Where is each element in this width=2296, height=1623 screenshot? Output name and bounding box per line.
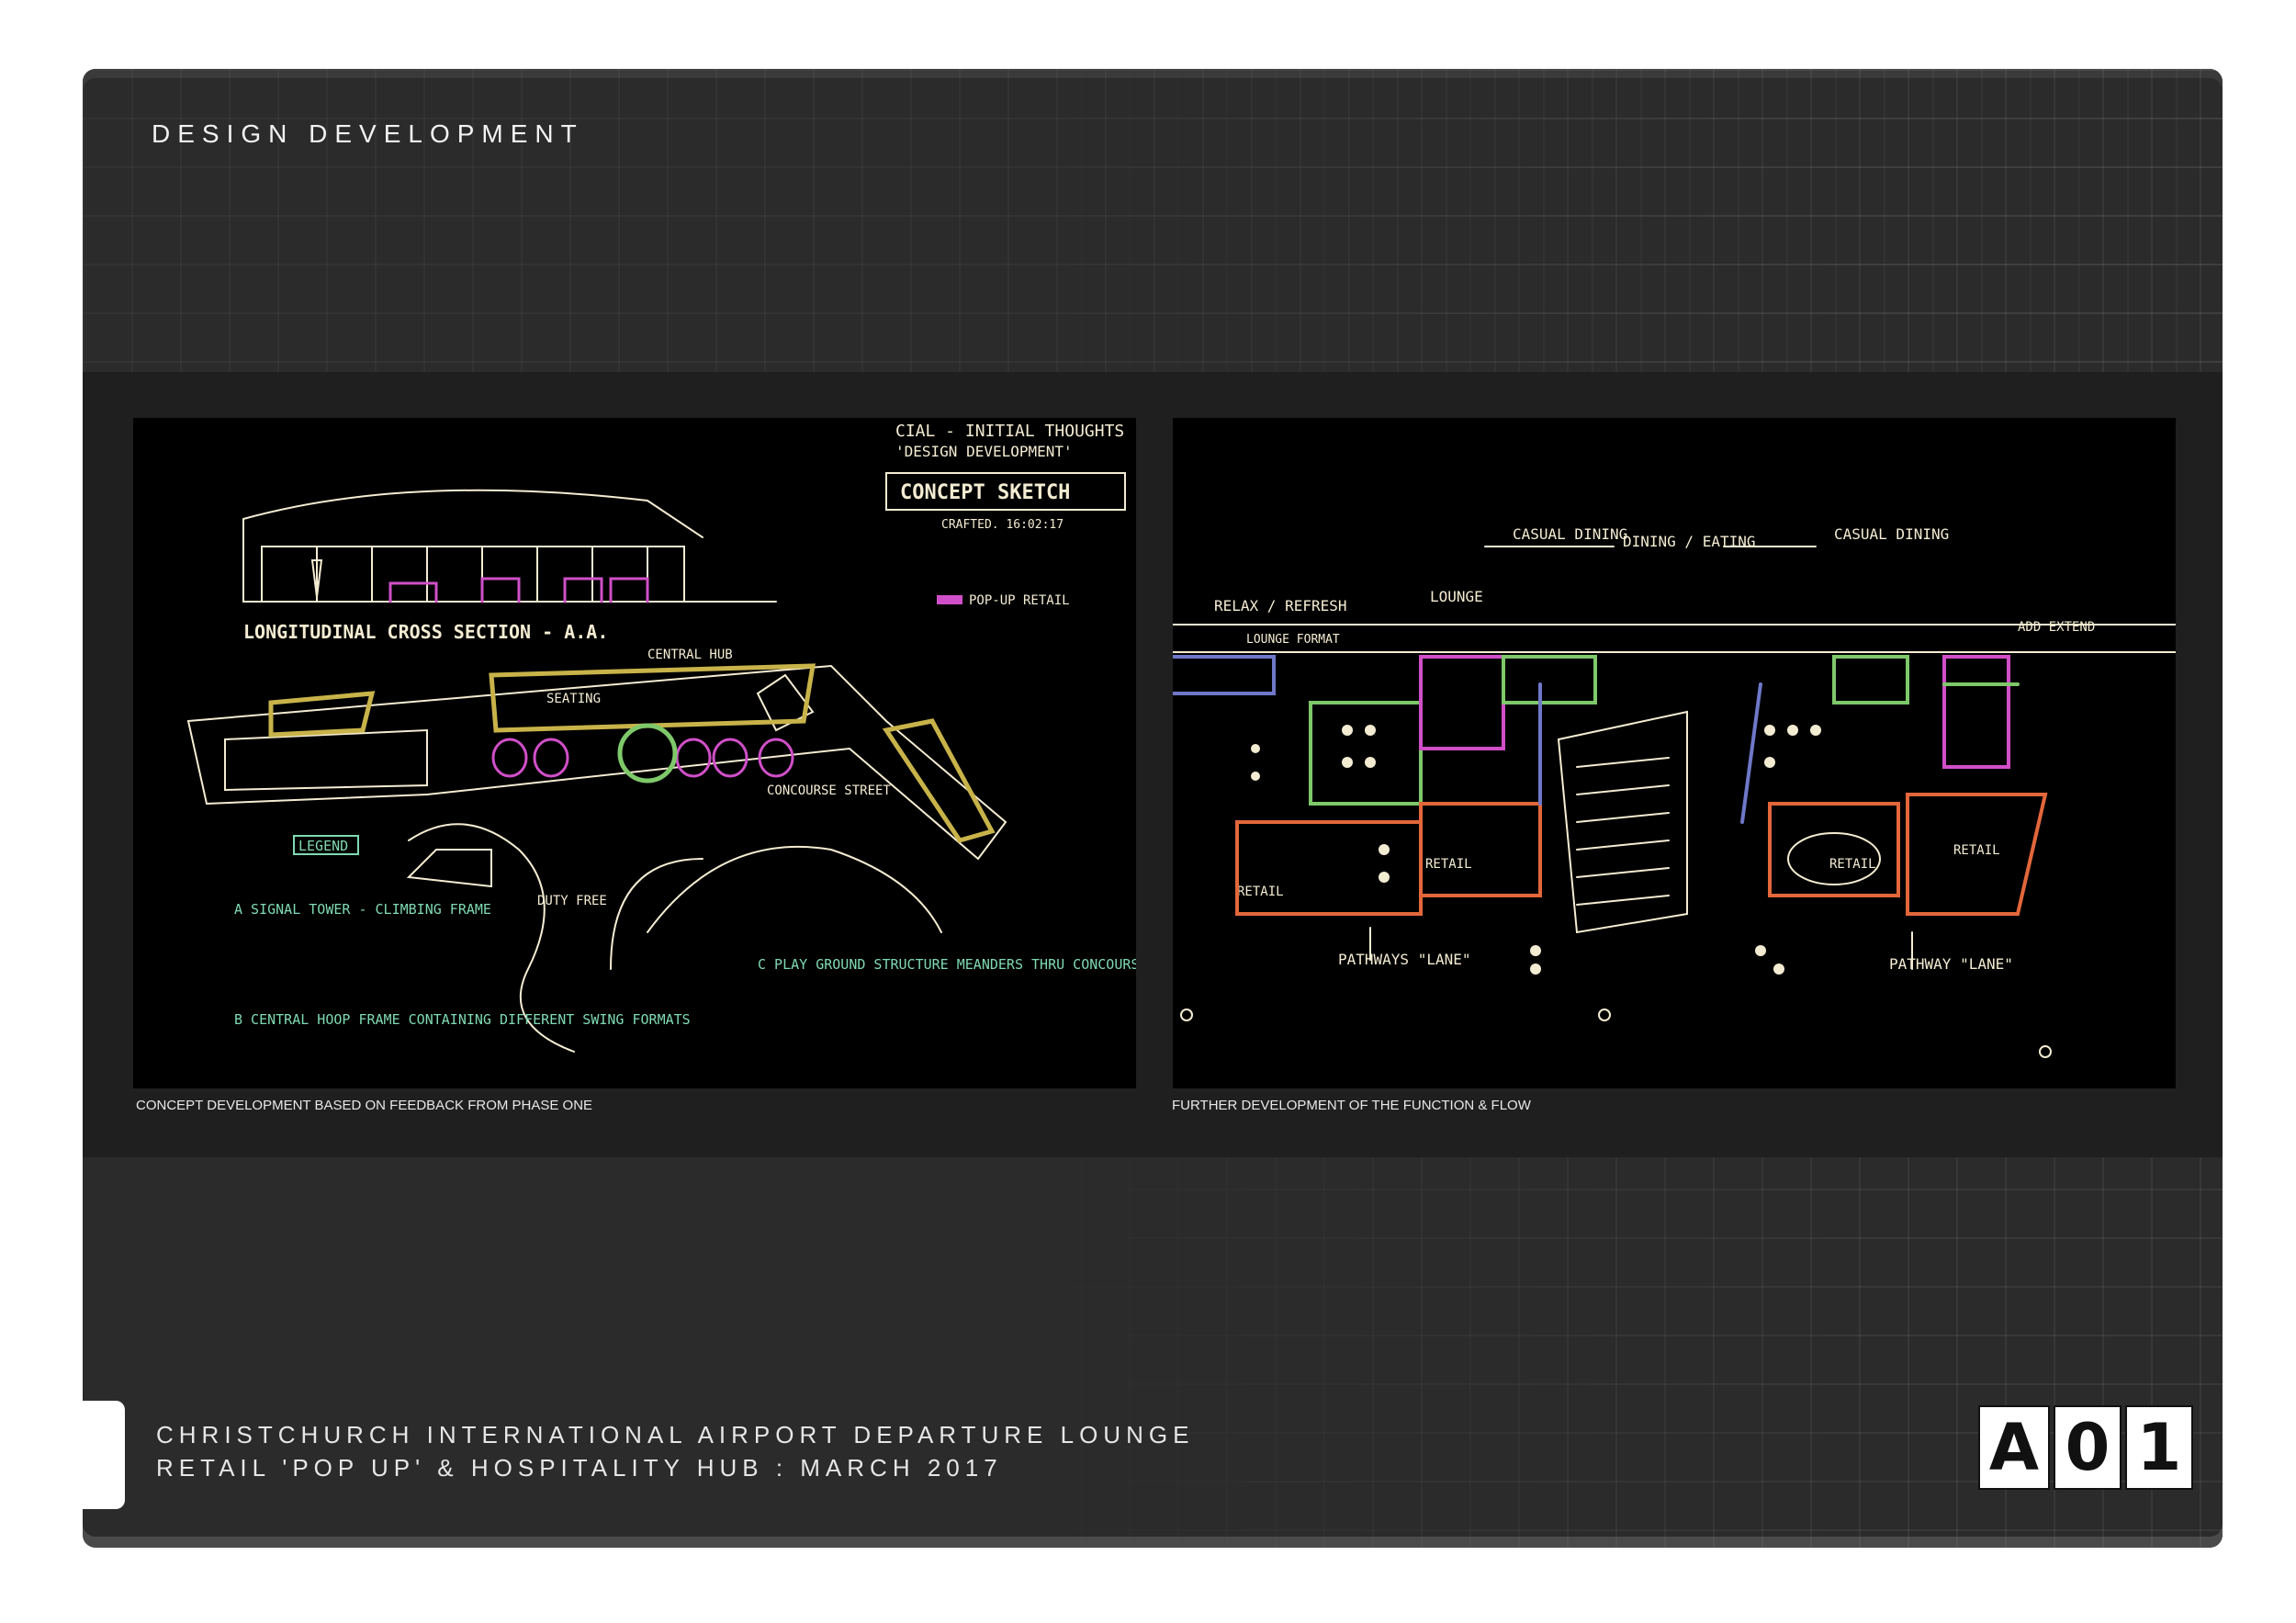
concept-sketch-panel: LEGEND A SIGNAL TOWER - CLIMBING FRAME B… (133, 418, 1136, 1088)
sheet-code-char-2: 0 (2054, 1405, 2122, 1490)
casual-dining-right: CASUAL DINING (1834, 525, 1949, 543)
sketch-title-1: CIAL - INITIAL THOUGHTS (895, 422, 1124, 441)
retail-label-3: RETAIL (1829, 857, 1876, 872)
concourse-label: CONCOURSE STREET (767, 783, 891, 798)
section-label: LONGITUDINAL CROSS SECTION - A.A. (243, 621, 608, 643)
sheet-code: A 0 1 (1978, 1405, 2193, 1490)
sketch-title-3: CONCEPT SKETCH (900, 481, 1070, 504)
left-caption: CONCEPT DEVELOPMENT BASED ON FEEDBACK FR… (136, 1098, 593, 1113)
pathways-left-label: PATHWAYS "LANE" (1338, 951, 1471, 968)
plan-outline (186, 664, 1007, 861)
pathway-right-label: PATHWAY "LANE" (1889, 955, 2013, 973)
route-curve (408, 823, 575, 1053)
popup-label: POP-UP RETAIL (969, 593, 1070, 608)
retail-label-1: RETAIL (1237, 885, 1284, 899)
concept-sketch-drawing: LEGEND A SIGNAL TOWER - CLIMBING FRAME B… (186, 422, 1136, 1053)
casual-dining-left: CASUAL DINING (1513, 525, 1627, 543)
sheet-code-char-3: 1 (2125, 1405, 2193, 1490)
note-a: A SIGNAL TOWER - CLIMBING FRAME (234, 901, 491, 918)
duty-free-label: DUTY FREE (537, 894, 607, 908)
tower-sketch (310, 559, 323, 598)
section-title: DESIGN DEVELOPMENT (152, 119, 584, 148)
zone-rule-lines (1173, 624, 2176, 653)
note-b: B CENTRAL HOOP FRAME CONTAINING DIFFEREN… (234, 1011, 691, 1028)
hub-label: CENTRAL HUB (647, 648, 733, 662)
image-band: LEGEND A SIGNAL TOWER - CLIMBING FRAME B… (83, 372, 2223, 1157)
section-roof (242, 489, 703, 538)
seating-label: SEATING (546, 692, 601, 706)
footer-project-title: CHRISTCHURCH INTERNATIONAL AIRPORT DEPAR… (156, 1421, 1195, 1448)
lounge-format-label: LOUNGE FORMAT (1246, 633, 1340, 647)
footer-project-subtitle: RETAIL 'POP UP' & HOSPITALITY HUB : MARC… (156, 1454, 1003, 1482)
presentation-board: DESIGN DEVELOPMENT (83, 69, 2223, 1548)
right-caption: FURTHER DEVELOPMENT OF THE FUNCTION & FL… (1172, 1098, 1531, 1113)
relax-label: RELAX / REFRESH (1214, 597, 1347, 614)
sketch-crafted: CRAFTED. 16:02:17 (941, 518, 1064, 532)
retail-label-4: RETAIL (1953, 843, 2000, 858)
background-grid-faint (83, 69, 2223, 372)
massage-zone-outline (406, 849, 492, 888)
sheet-code-char-1: A (1978, 1405, 2050, 1490)
retail-label-2: RETAIL (1425, 857, 1472, 872)
lounge-label: LOUNGE (1430, 588, 1483, 605)
popup-legend-swatch (937, 595, 962, 604)
central-hub-outline (489, 663, 816, 733)
function-flow-drawing: CASUAL DINING DINING / EATING CASUAL DIN… (1173, 525, 2176, 1058)
function-flow-panel: CASUAL DINING DINING / EATING CASUAL DIN… (1173, 418, 2176, 1088)
section-floor (242, 518, 777, 603)
note-c: C PLAY GROUND STRUCTURE MEANDERS THRU CO… (758, 956, 1136, 973)
sketch-title-2: 'DESIGN DEVELOPMENT' (895, 443, 1073, 460)
legend-label: LEGEND (298, 838, 348, 854)
sketch-title-box (885, 472, 1126, 511)
dining-label: DINING / EATING (1623, 533, 1756, 550)
central-stair (1557, 710, 1688, 934)
side-tab (83, 1401, 125, 1509)
add-extend-label: ADD EXTEND (2018, 620, 2095, 635)
